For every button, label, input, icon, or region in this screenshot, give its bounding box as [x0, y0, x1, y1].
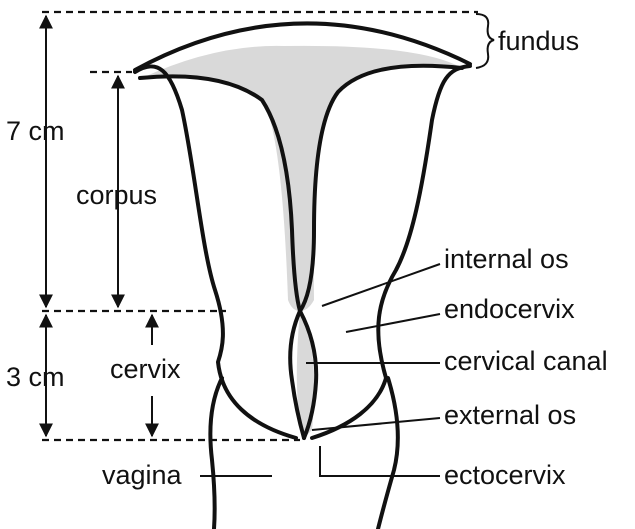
cervical-canal-label: cervical canal [444, 346, 608, 376]
fundus-brace [476, 14, 494, 68]
internal-os-label: internal os [444, 244, 569, 274]
vagina-wall-left [210, 378, 222, 529]
endocervix-label: endocervix [444, 294, 575, 324]
ectocervix-label: ectocervix [444, 460, 566, 490]
corpus-label: corpus [76, 180, 157, 210]
external-os-label: external os [444, 400, 576, 430]
external-os-leader [312, 418, 440, 430]
seven-cm-label: 7 cm [6, 116, 65, 146]
ectocervix-leader [320, 446, 440, 476]
endocervix-leader [346, 314, 440, 332]
cervix-label: cervix [110, 354, 181, 384]
three-cm-label: 3 cm [6, 362, 65, 392]
fundus-label: fundus [498, 26, 579, 56]
vagina-label: vagina [102, 460, 183, 490]
uterine-cavity [142, 46, 462, 311]
vagina-wall-right [378, 378, 398, 529]
